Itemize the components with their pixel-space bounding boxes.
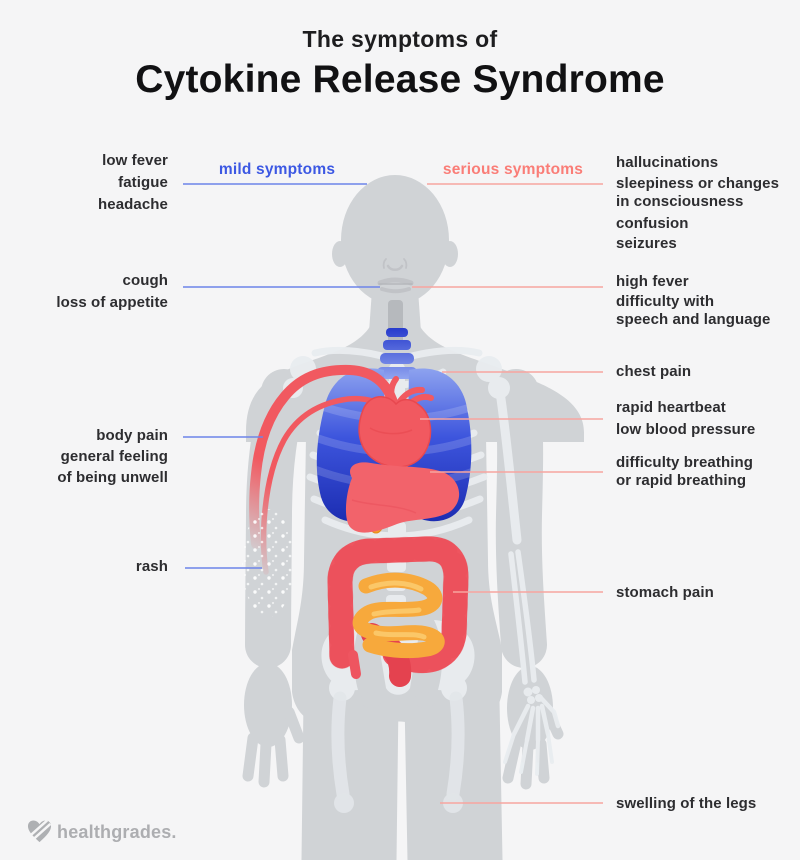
symptom-label: in consciousness xyxy=(616,193,744,210)
page-title: Cytokine Release Syndrome xyxy=(135,58,665,101)
symptom-label: rapid heartbeat xyxy=(616,399,726,416)
serious-symptom-sleepiness: sleepiness or changes in consciousness xyxy=(616,175,779,211)
symptom-label: cough xyxy=(122,272,168,289)
serious-symptom-stomach-pain: stomach pain xyxy=(616,582,714,604)
liver-illustration xyxy=(345,462,460,534)
legend-serious-symptoms: serious symptoms xyxy=(442,161,584,178)
serious-symptom-confusion: confusion xyxy=(616,213,689,235)
serious-symptom-breathing: difficulty breathing or rapid breathing xyxy=(616,454,753,490)
brand-wordmark: healthgrades. xyxy=(57,822,177,842)
symptom-label: high fever xyxy=(616,273,689,290)
symptom-label: swelling of the legs xyxy=(616,795,757,812)
cervical-vertebrae xyxy=(377,328,417,379)
symptom-label: low blood pressure xyxy=(616,421,756,438)
serious-symptom-high-fever: high fever xyxy=(616,271,689,293)
title-eyebrow: The symptoms of xyxy=(302,26,498,52)
symptom-label: confusion xyxy=(616,215,689,232)
serious-symptom-rapid-heartbeat: rapid heartbeat xyxy=(616,397,726,419)
face-features xyxy=(377,258,414,294)
symptom-label: general feeling xyxy=(60,448,168,465)
symptom-label: speech and language xyxy=(616,311,771,328)
symptom-label: stomach pain xyxy=(616,584,714,601)
mild-symptom-group-body: body pain general feeling of being unwel… xyxy=(57,425,168,488)
symptom-label: loss of appetite xyxy=(56,294,168,311)
serious-symptom-chest-pain: chest pain xyxy=(616,361,691,383)
serious-symptom-speech: difficulty with speech and language xyxy=(616,293,770,329)
callout-lines-serious xyxy=(412,183,603,804)
serious-symptom-leg-swelling: swelling of the legs xyxy=(616,793,756,815)
symptom-label: fatigue xyxy=(118,174,168,191)
symptom-label: sleepiness or changes xyxy=(616,175,780,192)
symptom-label: hallucinations xyxy=(616,154,719,171)
mild-symptom-group-rash: rash xyxy=(136,556,168,578)
symptom-label: difficulty breathing xyxy=(616,454,753,471)
small-intestine-illustration xyxy=(352,572,445,659)
symptom-label: of being unwell xyxy=(57,469,168,486)
serious-symptom-hallucinations: hallucinations xyxy=(616,152,718,174)
mild-symptom-group-mouth: cough loss of appetite xyxy=(56,270,168,314)
symptom-label: headache xyxy=(98,196,168,213)
symptom-label: rash xyxy=(135,558,168,575)
callout-lines-mild xyxy=(183,183,380,569)
healthgrades-heart-icon xyxy=(27,819,52,843)
rash-speckles xyxy=(242,509,294,617)
symptom-label: difficulty with xyxy=(616,293,715,310)
symptom-label: seizures xyxy=(616,235,677,252)
mild-symptom-group-head: low fever fatigue headache xyxy=(98,150,168,216)
symptom-label: or rapid breathing xyxy=(616,472,747,489)
symptom-label: chest pain xyxy=(616,363,692,380)
serious-symptom-seizures: seizures xyxy=(616,233,677,255)
trachea xyxy=(388,300,403,346)
symptom-label: body pain xyxy=(96,427,168,444)
legend-mild-symptoms: mild symptoms xyxy=(218,161,336,178)
serious-symptom-low-blood-pressure: low blood pressure xyxy=(616,419,755,441)
symptom-label: low fever xyxy=(102,152,168,169)
